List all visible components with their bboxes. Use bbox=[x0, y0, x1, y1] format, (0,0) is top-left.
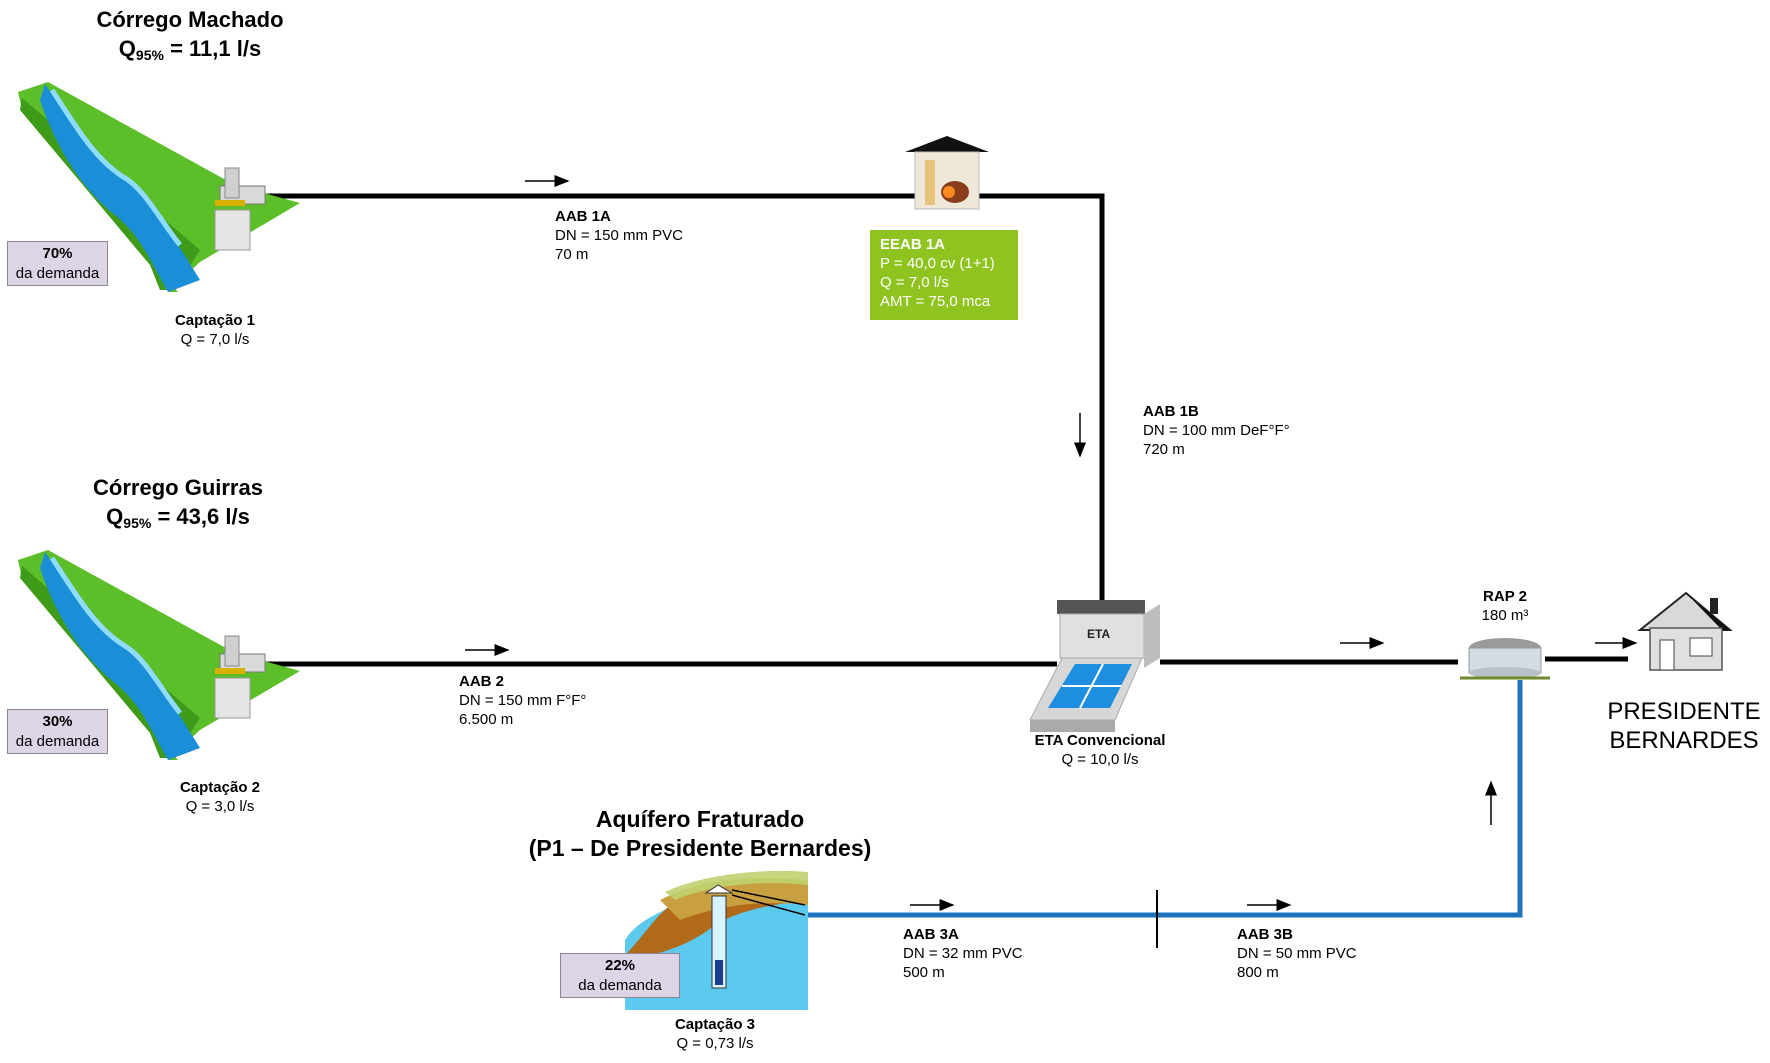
captacao-1-label: Captação 1 Q = 7,0 l/s bbox=[140, 311, 290, 349]
river-intake-2-icon bbox=[18, 550, 300, 760]
pipe-dn: DN = 150 mm PVC bbox=[555, 227, 683, 244]
eta-flow: Q = 10,0 l/s bbox=[1061, 751, 1139, 768]
rap-label: RAP 2 180 m³ bbox=[1455, 587, 1555, 625]
captacao-name: Captação 1 bbox=[174, 312, 256, 329]
demand-badge-captacao-1: 70% da demanda bbox=[7, 241, 108, 286]
pipe-length: 6.500 m bbox=[459, 711, 514, 728]
pipe-label-aab3b: AAB 3B DN = 50 mm PVC 800 m bbox=[1237, 925, 1357, 982]
demand-label: da demanda bbox=[578, 977, 662, 994]
pipe-label-aab1a: AAB 1A DN = 150 mm PVC 70 m bbox=[555, 207, 683, 264]
source-machado-title: Córrego Machado Q95% = 11,1 l/s bbox=[60, 5, 320, 70]
pump-station-icon bbox=[905, 136, 989, 210]
pipe-length: 800 m bbox=[1237, 964, 1279, 981]
city-line2: BERNARDES bbox=[1609, 727, 1759, 754]
captacao-flow: Q = 7,0 l/s bbox=[180, 331, 250, 348]
q-value: = 43,6 l/s bbox=[157, 504, 250, 529]
demand-pct: 30% bbox=[42, 713, 73, 730]
rap-name: RAP 2 bbox=[1483, 588, 1527, 605]
source-guirras-q: Q95% = 43,6 l/s bbox=[48, 502, 308, 538]
eeab-name: EEAB 1A bbox=[880, 236, 946, 253]
aquifer-title: Aquífero Fraturado (P1 – De Presidente B… bbox=[480, 805, 920, 863]
pipe-length: 720 m bbox=[1143, 441, 1185, 458]
pipe-length: 500 m bbox=[903, 964, 945, 981]
source-machado-name: Córrego Machado bbox=[96, 7, 284, 32]
source-guirras-name: Córrego Guirras bbox=[93, 475, 263, 500]
eta-name: ETA Convencional bbox=[1034, 732, 1166, 749]
pipe-aab3 bbox=[808, 680, 1523, 918]
rap-tank-icon bbox=[1460, 638, 1550, 680]
demand-label: da demanda bbox=[15, 265, 100, 282]
captacao-name: Captação 3 bbox=[674, 1016, 756, 1033]
pipe-label-aab3a: AAB 3A DN = 32 mm PVC 500 m bbox=[903, 925, 1023, 982]
pipe-name: AAB 1A bbox=[555, 208, 611, 225]
demand-pct: 70% bbox=[42, 245, 73, 262]
q-prefix: Q bbox=[106, 504, 124, 529]
house-icon bbox=[1637, 591, 1733, 671]
pipe-name: AAB 1B bbox=[1143, 403, 1199, 420]
demand-badge-captacao-3: 22% da demanda bbox=[560, 953, 680, 998]
q-sub: 95% bbox=[135, 47, 164, 63]
q-sub: 95% bbox=[123, 515, 152, 531]
pipe-dn: DN = 50 mm PVC bbox=[1237, 945, 1357, 962]
eeab-amt: AMT = 75,0 mca bbox=[880, 293, 991, 310]
demand-pct: 22% bbox=[604, 957, 636, 974]
aquifer-line2: (P1 – De Presidente Bernardes) bbox=[528, 835, 872, 861]
captacao-flow: Q = 3,0 l/s bbox=[185, 798, 255, 815]
rap-volume: 180 m³ bbox=[1481, 607, 1529, 624]
q-prefix: Q bbox=[118, 36, 136, 61]
aquifer-line1: Aquífero Fraturado bbox=[595, 806, 805, 832]
eeab-flow: Q = 7,0 l/s bbox=[880, 274, 949, 291]
pipe-dn: DN = 100 mm DeF°F° bbox=[1143, 422, 1290, 439]
eeab-power: P = 40,0 cv (1+1) bbox=[880, 255, 995, 272]
source-machado-q: Q95% = 11,1 l/s bbox=[60, 34, 320, 70]
pipe-name: AAB 2 bbox=[459, 673, 505, 690]
pipe-dn: DN = 32 mm PVC bbox=[903, 945, 1023, 962]
eeab-info-box: EEAB 1A P = 40,0 cv (1+1) Q = 7,0 l/s AM… bbox=[870, 230, 1018, 320]
captacao-flow: Q = 0,73 l/s bbox=[676, 1035, 754, 1052]
pipe-label-aab1b: AAB 1B DN = 100 mm DeF°F° 720 m bbox=[1143, 402, 1290, 459]
river-intake-1-icon bbox=[18, 82, 300, 292]
city-line1: PRESIDENTE bbox=[1607, 698, 1761, 725]
pipe-aab1a-aab1b bbox=[240, 193, 1105, 610]
pipe-name: AAB 3A bbox=[903, 926, 959, 943]
eta-icon bbox=[1029, 600, 1160, 732]
source-guirras-title: Córrego Guirras Q95% = 43,6 l/s bbox=[48, 473, 308, 538]
demand-badge-captacao-2: 30% da demanda bbox=[7, 709, 108, 754]
eta-icon-text: ETA bbox=[1087, 627, 1111, 641]
captacao-3-label: Captação 3 Q = 0,73 l/s bbox=[640, 1015, 790, 1053]
captacao-name: Captação 2 bbox=[179, 779, 261, 796]
pipe-label-aab2: AAB 2 DN = 150 mm F°F° 6.500 m bbox=[459, 672, 586, 729]
captacao-2-label: Captação 2 Q = 3,0 l/s bbox=[145, 778, 295, 816]
q-value: = 11,1 l/s bbox=[170, 36, 262, 61]
demand-label: da demanda bbox=[15, 733, 100, 750]
eta-label: ETA Convencional Q = 10,0 l/s bbox=[1005, 731, 1195, 769]
pipe-length: 70 m bbox=[555, 246, 589, 263]
pipe-dn: DN = 150 mm F°F° bbox=[459, 692, 587, 709]
city-label: PRESIDENTE BERNARDES bbox=[1600, 697, 1768, 755]
pipe-name: AAB 3B bbox=[1237, 926, 1293, 943]
